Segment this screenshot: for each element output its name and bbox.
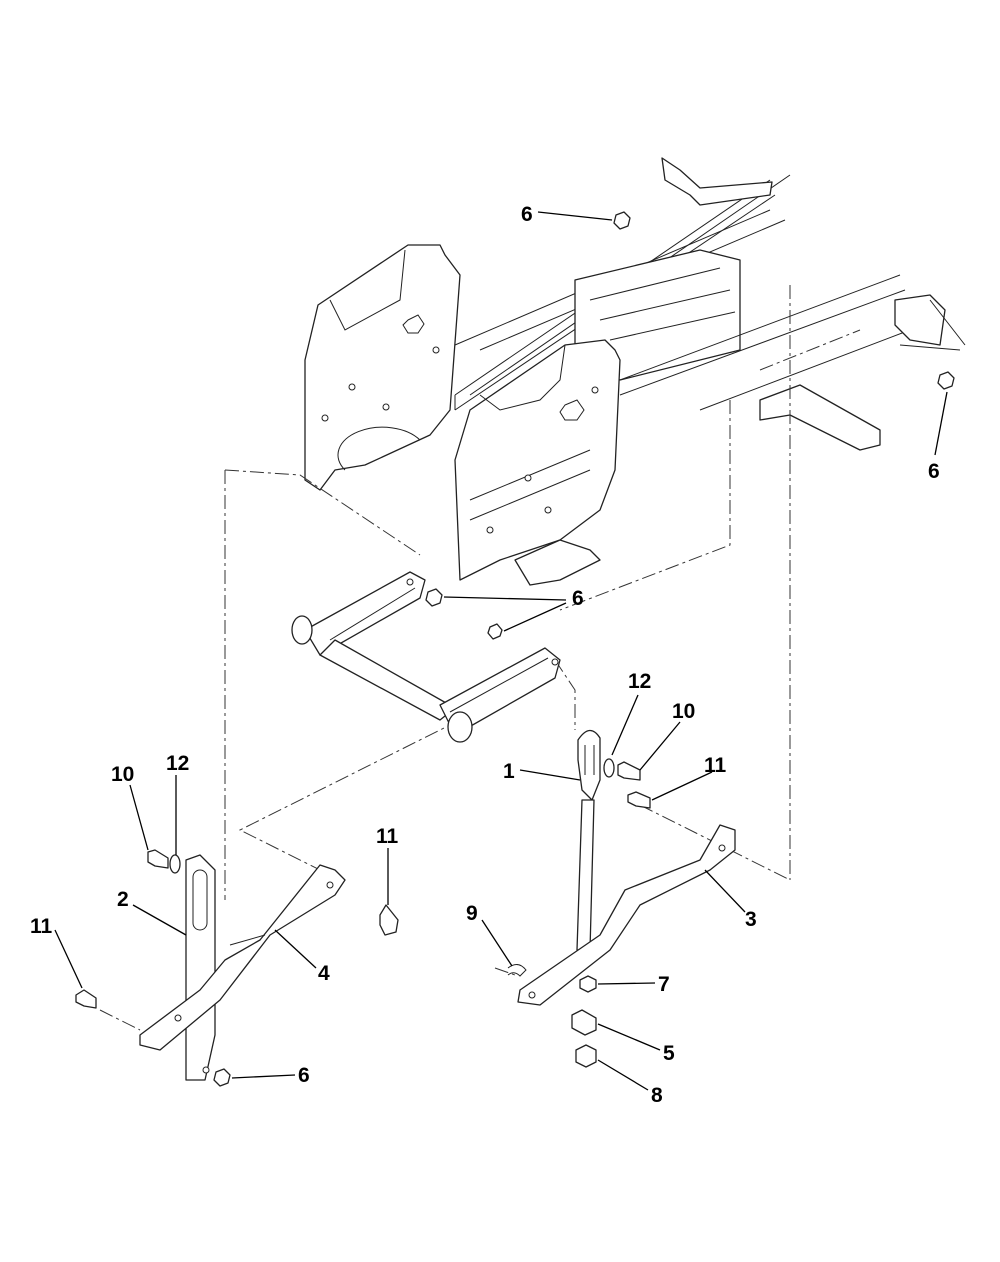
bolt-11-left [75, 989, 97, 1009]
leader-lines [54, 211, 948, 1091]
callout-3: 3 [745, 908, 757, 931]
nut-8 [575, 1044, 597, 1068]
callout-5: 5 [663, 1042, 675, 1065]
lock-nut-6-shaft-a [425, 588, 443, 607]
hairpin-clip-9 [507, 964, 527, 977]
left-lift-arm-slotted [185, 854, 216, 1081]
callout-4: 4 [318, 962, 330, 985]
bolt-11-center [379, 904, 399, 936]
lock-nut-6-right [937, 371, 955, 390]
right-mounting-plate [454, 339, 621, 586]
callout-11-right: 11 [704, 754, 727, 777]
bolt-11-right [627, 791, 651, 809]
lock-nut-6-shaft-b [487, 623, 503, 640]
callout-2: 2 [117, 888, 129, 911]
callout-8: 8 [651, 1084, 663, 1107]
callout-10-right: 10 [672, 700, 695, 723]
lock-nut-6-arm [213, 1068, 231, 1087]
left-mounting-plate [304, 244, 461, 491]
callout-6-right: 6 [928, 460, 940, 483]
callout-6-top: 6 [521, 203, 533, 226]
washer-12-right [603, 758, 615, 778]
lift-link-rod [576, 729, 601, 951]
callout-10-left: 10 [111, 763, 134, 786]
right-lift-arm [517, 824, 736, 1006]
callout-6-arm: 6 [298, 1064, 310, 1087]
callout-6-shaft: 6 [572, 587, 584, 610]
callout-11-center: 11 [376, 825, 399, 848]
callout-7: 7 [658, 973, 670, 996]
callout-11-left: 11 [30, 915, 53, 938]
lock-nut-6-top [613, 211, 631, 230]
hardware [75, 211, 955, 1087]
washer-12-left [169, 854, 181, 874]
jam-nut-7 [579, 975, 597, 993]
bolt-10-right [617, 761, 641, 781]
callout-12-right: 12 [628, 670, 651, 693]
bolt-10-left [147, 849, 169, 869]
frame-assembly [454, 157, 966, 451]
rock-shaft [291, 571, 561, 743]
callout-labels: 6 6 6 6 12 10 11 1 10 12 11 2 11 4 9 3 7… [30, 203, 940, 1107]
callout-9: 9 [466, 902, 478, 925]
left-lift-arm [139, 864, 346, 1051]
callout-12-left: 12 [166, 752, 189, 775]
trunnion-5 [571, 1009, 597, 1036]
callout-1: 1 [503, 760, 515, 783]
